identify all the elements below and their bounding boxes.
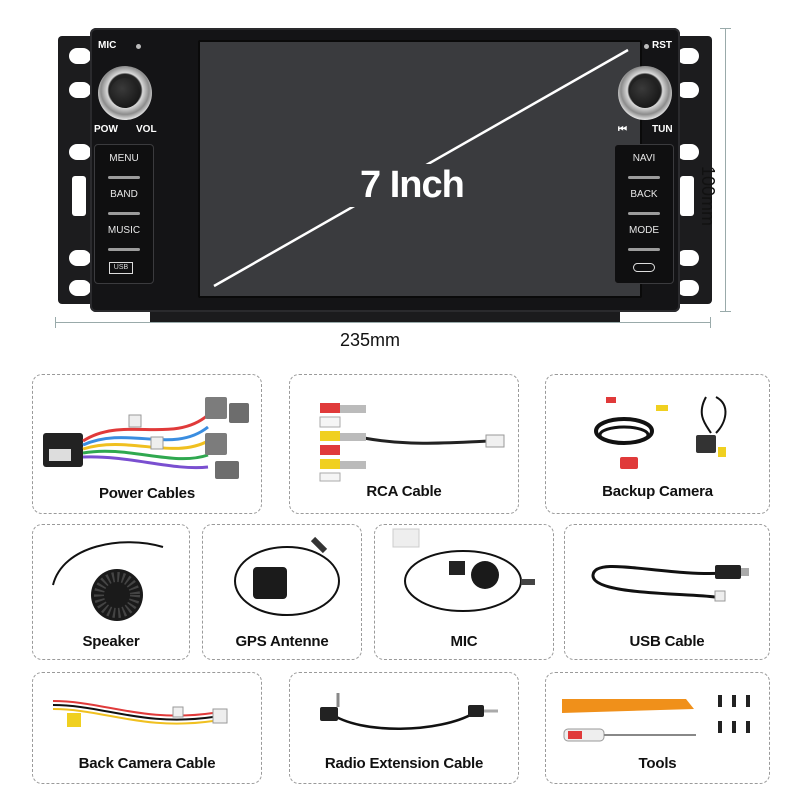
usb-cable-icon	[591, 564, 749, 602]
right-button-panel: NAVI BACK MODE	[614, 144, 674, 284]
accessory-label: Power Cables	[99, 485, 195, 502]
mic-icon	[392, 528, 535, 612]
usb-port-icon[interactable]: USB	[109, 262, 133, 274]
power-cables-icon	[43, 397, 249, 479]
width-dimension-label: 235mm	[340, 330, 401, 350]
prev-track-icon[interactable]: ⏮	[618, 124, 627, 135]
accessory-label: RCA Cable	[366, 483, 442, 500]
accessory-label: Back Camera Cable	[78, 755, 216, 772]
display-screen[interactable]: 7 Inch	[198, 40, 642, 298]
menu-button[interactable]: MENU	[109, 153, 139, 164]
accessory-card-gps-antenne: GPS Antenne	[202, 524, 362, 660]
accessory-label: Radio Extension Cable	[324, 755, 484, 772]
accessory-card-rca-cable: RCA Cable	[289, 374, 519, 514]
accessory-label: Speaker	[82, 633, 140, 650]
accessory-card-backup-camera: Backup Camera	[545, 374, 770, 514]
accessory-card-mic: MIC	[374, 524, 554, 660]
screen-size-label: 7 Inch	[350, 164, 474, 207]
rst-label: RST	[652, 40, 672, 51]
accessory-card-tools: Tools	[545, 672, 770, 784]
accessory-card-radio-extension-cable: Radio Extension Cable	[289, 672, 519, 784]
back-button[interactable]: BACK	[630, 189, 658, 200]
width-dimension-line	[55, 317, 711, 328]
accessory-label: Tools	[638, 755, 677, 772]
accessory-card-speaker: Speaker	[32, 524, 190, 660]
radio-extension-cable-icon	[320, 693, 498, 730]
navi-button[interactable]: NAVI	[632, 153, 656, 164]
accessory-label: GPS Antenne	[235, 633, 329, 650]
power-volume-knob[interactable]	[98, 66, 152, 120]
gps-antenne-icon	[234, 536, 340, 616]
tune-knob[interactable]	[618, 66, 672, 120]
backup-camera-icon	[594, 396, 727, 469]
rst-hole-icon	[644, 44, 649, 49]
tools-icon	[562, 695, 750, 742]
band-button[interactable]: BAND	[110, 189, 138, 200]
height-dimension-label: 100mm	[698, 166, 718, 227]
speaker-icon	[52, 541, 164, 621]
unit-faceplate: MIC POW VOL MENU BAND MUSIC USB 7 Inch R…	[90, 28, 680, 312]
usb-c-port-icon[interactable]	[633, 263, 655, 272]
accessory-label: USB Cable	[629, 633, 705, 650]
music-button[interactable]: MUSIC	[107, 225, 141, 236]
pow-label: POW	[94, 124, 118, 135]
left-button-panel: MENU BAND MUSIC USB	[94, 144, 154, 284]
vol-label: VOL	[136, 124, 157, 135]
tun-label: TUN	[652, 124, 673, 135]
accessory-label: MIC	[450, 633, 478, 650]
accessory-card-back-camera-cable: Back Camera Cable	[32, 672, 262, 784]
accessory-label: Backup Camera	[602, 483, 713, 500]
accessory-card-power-cables: Power Cables	[32, 374, 262, 514]
rca-cable-icon	[319, 403, 505, 482]
head-unit: MIC POW VOL MENU BAND MUSIC USB 7 Inch R…	[58, 28, 712, 322]
accessory-card-usb-cable: USB Cable	[564, 524, 770, 660]
back-camera-cable-icon	[52, 700, 228, 727]
mic-hole-icon	[136, 44, 141, 49]
height-dimension-line	[720, 28, 731, 312]
mic-label: MIC	[98, 40, 117, 51]
mode-button[interactable]: MODE	[629, 225, 659, 236]
